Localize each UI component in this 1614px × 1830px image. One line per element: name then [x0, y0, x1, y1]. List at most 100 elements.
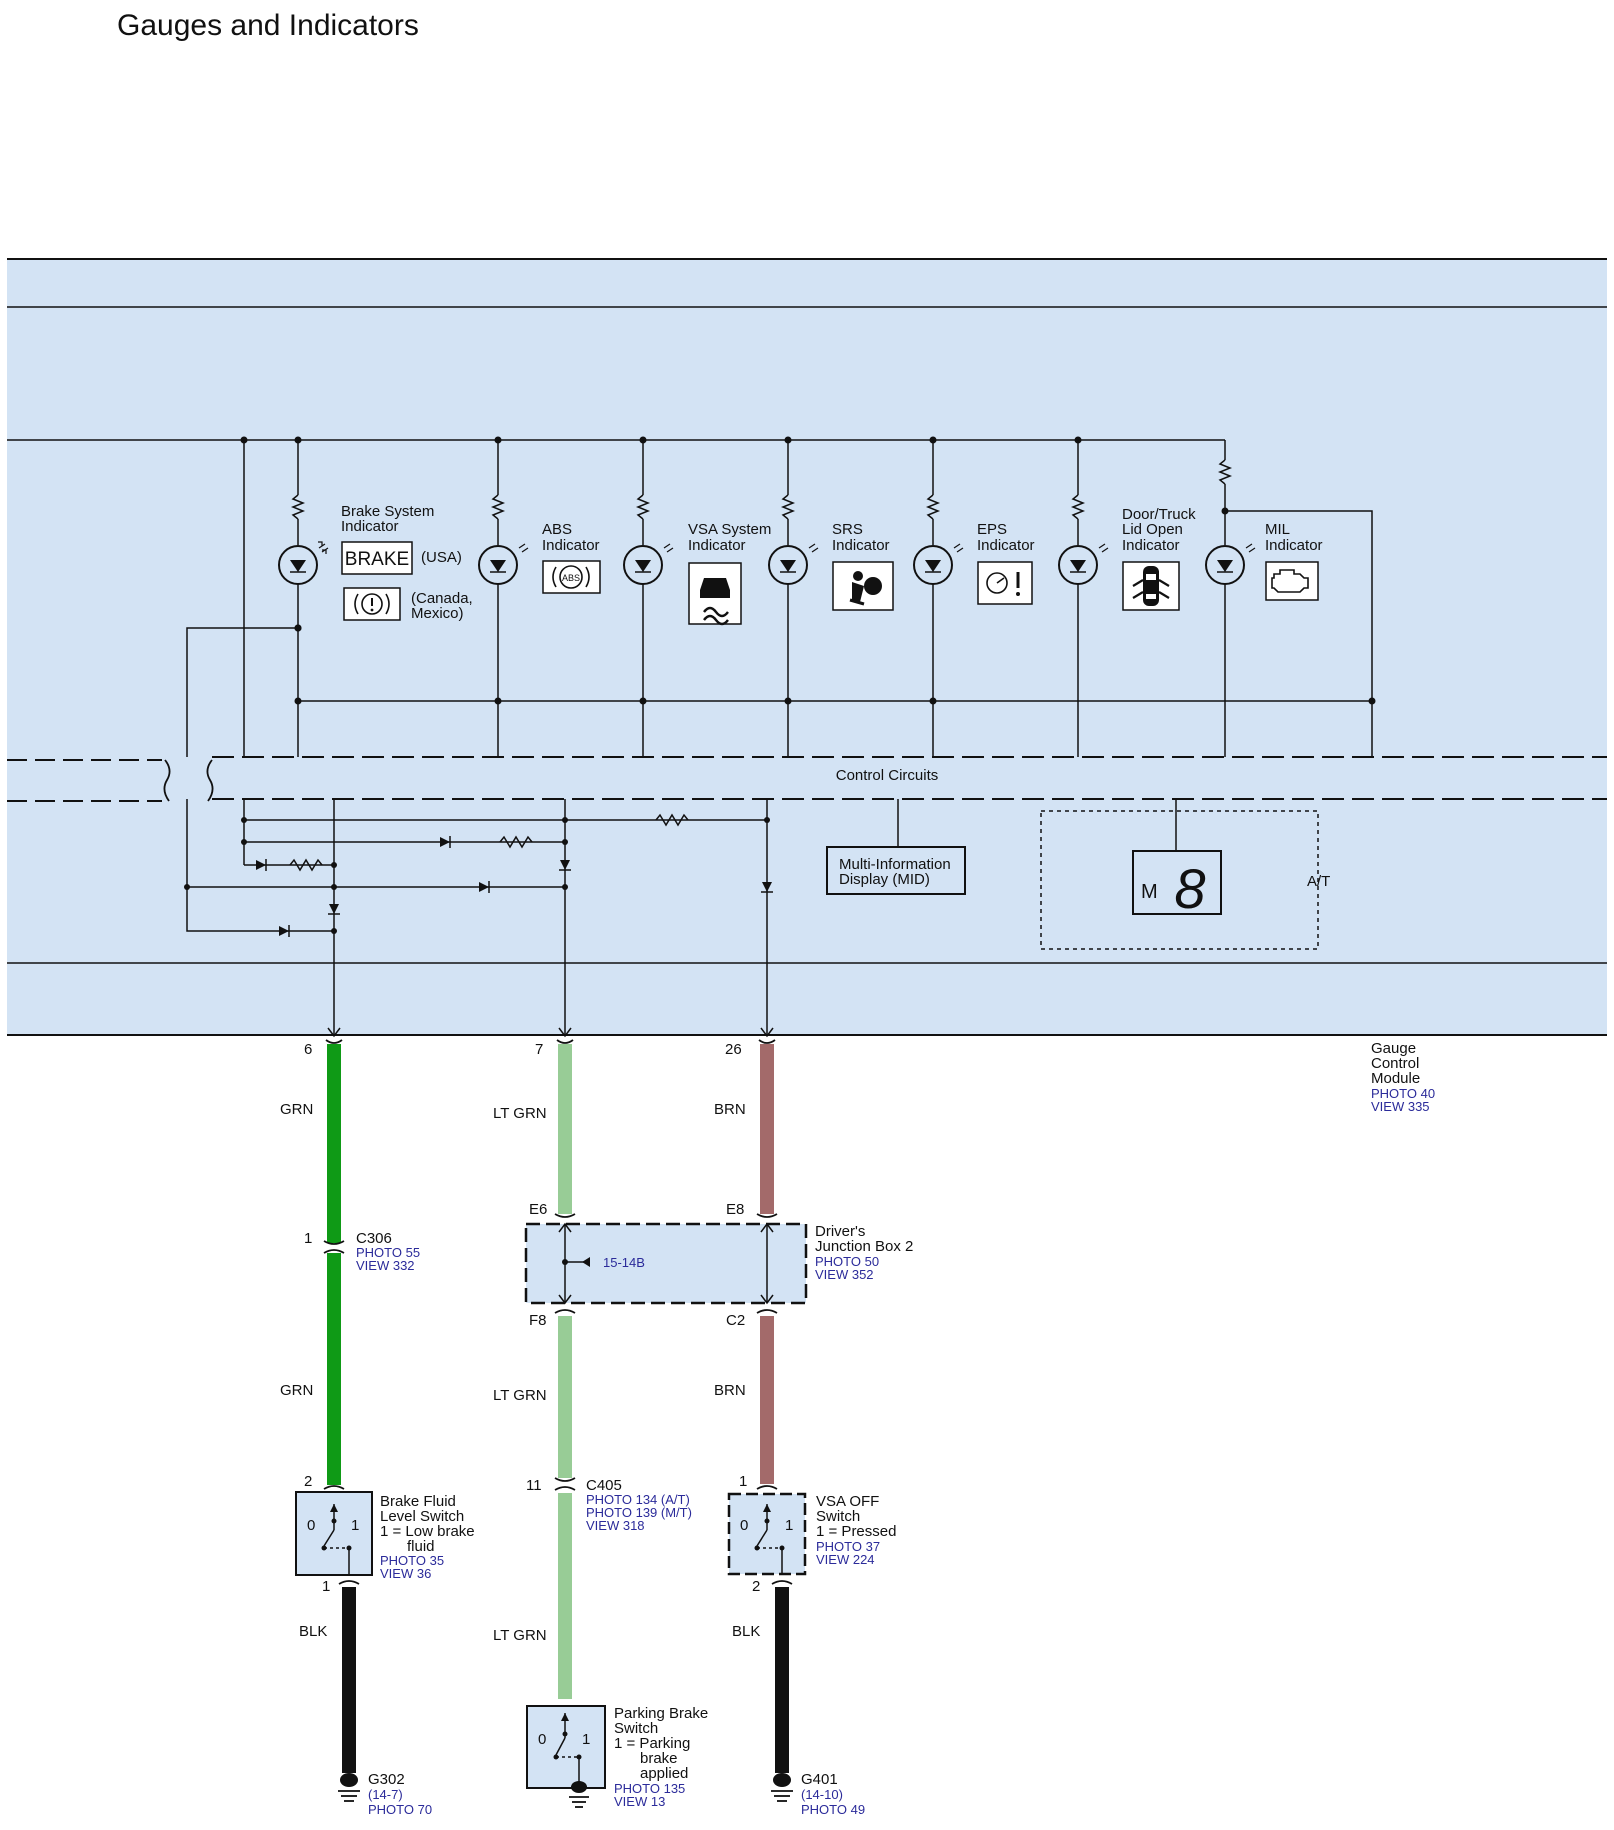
brn-color-top: BRN [714, 1101, 746, 1118]
brake-fluid-view-link[interactable]: VIEW 36 [380, 1566, 431, 1581]
brake-fluid-switch-pos1: 1 [351, 1517, 359, 1534]
brake-text-icon [341, 541, 413, 575]
brn-jb-pin-in: E8 [726, 1201, 744, 1218]
brake-fluid-switch-name-line4: fluid [407, 1538, 435, 1555]
page-title: Gauges and Indicators [117, 9, 419, 42]
brn-jb-pin-out: C2 [726, 1312, 745, 1329]
ground-icon [571, 1781, 587, 1793]
srs-indicator-label-line1: SRS [832, 521, 863, 538]
g401-ground: G401 (14-10) PHOTO 49 [771, 1771, 865, 1817]
vsa-off-view-link[interactable]: VIEW 224 [816, 1552, 875, 1567]
light-rays-icon [663, 543, 674, 553]
engine-icon [1265, 561, 1319, 601]
brake-fluid-switch-name-line1: Brake Fluid [380, 1493, 456, 1510]
vsa-off-pin-out: 2 [752, 1578, 760, 1595]
brake-fluid-switch-name-line2: Level Switch [380, 1508, 464, 1525]
parking-brake-switch-name-line1: Parking Brake [614, 1705, 708, 1722]
g302-ground: G302 (14-7) PHOTO 70 [338, 1771, 432, 1817]
brake-text-icon-label: BRAKE [345, 549, 409, 570]
gear-position-display [1132, 850, 1222, 915]
ltgrn-jb-pin-in: E6 [529, 1201, 547, 1218]
c405-view-link[interactable]: VIEW 318 [586, 1518, 645, 1533]
abs-indicator-circuit [478, 436, 529, 757]
brake-fluid-pin-out: 1 [322, 1578, 330, 1595]
grn-pin-top: 6 [304, 1041, 312, 1058]
c405-label: C405 [586, 1477, 622, 1494]
srs-indicator-circuit [768, 436, 819, 757]
brn-wire-circuit: 26 BRN E8 C2 BRN 1 [714, 1039, 778, 1490]
vsa-off-switch-pos1: 1 [785, 1517, 793, 1534]
vsa-indicator-label-line2: Indicator [688, 537, 746, 554]
eps-indicator-label-line1: EPS [977, 521, 1007, 538]
brake-fluid-photo-link[interactable]: PHOTO 35 [380, 1553, 444, 1568]
jb-view-link[interactable]: VIEW 352 [815, 1267, 874, 1282]
vsa-off-switch-pos0: 0 [740, 1517, 748, 1534]
brn-color-mid: BRN [714, 1382, 746, 1399]
indicator-icons: BRAKE (USA) (Canada, Mexico) ABS [341, 541, 1319, 626]
brn-wire-segment [760, 1316, 774, 1484]
gear-letter: M [1141, 881, 1158, 903]
module-name-line3: Module [1371, 1070, 1420, 1087]
grn-connector-pin: 1 [304, 1230, 312, 1247]
ground-icon [773, 1773, 791, 1787]
mil-indicator-label-line2: Indicator [1265, 537, 1323, 554]
brake-usa-label: (USA) [421, 549, 462, 566]
control-circuits-label: Control Circuits [836, 767, 939, 784]
parking-brake-switch-name-line4: brake [640, 1750, 678, 1767]
brake-fluid-switch-name-line3: 1 = Low brake [380, 1523, 475, 1540]
g401-ref-link[interactable]: (14-10) [801, 1787, 843, 1802]
g302-photo-link[interactable]: PHOTO 70 [368, 1802, 432, 1817]
c405-photo-at-link[interactable]: PHOTO 134 (A/T) [586, 1492, 690, 1507]
c405-photo-mt-link[interactable]: PHOTO 139 (M/T) [586, 1505, 692, 1520]
at-dashed-box [1040, 810, 1319, 950]
ltgrn-wire-segment [558, 1493, 572, 1699]
abs-indicator-label-line1: ABS [542, 521, 572, 538]
mid-box [826, 846, 966, 895]
parking-brake-photo-link[interactable]: PHOTO 135 [614, 1781, 685, 1796]
jb-photo-link[interactable]: PHOTO 50 [815, 1254, 879, 1269]
eps-indicator-circuit [913, 436, 964, 757]
c405-connector-pin: 11 [526, 1477, 542, 1494]
vsa-off-photo-link[interactable]: PHOTO 37 [816, 1539, 880, 1554]
parking-brake-switch-pos1: 1 [582, 1731, 590, 1748]
blk-wire-segment [775, 1587, 789, 1773]
vsa-indicator-label-line1: VSA System [688, 521, 771, 538]
brn-pin-top: 26 [725, 1041, 742, 1058]
module-name-line1: Gauge [1371, 1040, 1416, 1057]
ground-icon [340, 1773, 358, 1787]
door-indicator-circuit [1058, 436, 1109, 757]
c306-label: C306 [356, 1230, 392, 1247]
brake-indicator-label-line1: Brake System [341, 503, 434, 520]
parking-brake-view-link[interactable]: VIEW 13 [614, 1794, 665, 1809]
vsa-off-wire-color: BLK [732, 1623, 760, 1640]
ltgrn-color-top: LT GRN [493, 1105, 547, 1122]
ltgrn-color-mid: LT GRN [493, 1387, 547, 1404]
brake-canada-label-line1: (Canada, [411, 590, 473, 607]
svg-text:ABS: ABS [562, 573, 580, 583]
c306-photo-link[interactable]: PHOTO 55 [356, 1245, 420, 1260]
grn-color-top: GRN [280, 1101, 313, 1118]
module-name-line2: Control [1371, 1055, 1419, 1072]
ltgrn-jb-pin-out: F8 [529, 1312, 547, 1329]
brake-circle-icon [343, 587, 401, 621]
car-doors-open-icon [1122, 561, 1180, 611]
control-circuits-band: Control Circuits [7, 756, 1607, 802]
door-indicator-label-line3: Indicator [1122, 537, 1180, 554]
module-photo-link[interactable]: PHOTO 40 [1371, 1086, 1435, 1101]
g401-photo-link[interactable]: PHOTO 49 [801, 1802, 865, 1817]
gear-digit: 8 [1174, 857, 1205, 920]
vsa-off-switch-name-line1: VSA OFF [816, 1493, 879, 1510]
g302-ref-link[interactable]: (14-7) [368, 1787, 403, 1802]
module-view-link[interactable]: VIEW 335 [1371, 1099, 1430, 1114]
c306-view-link[interactable]: VIEW 332 [356, 1258, 415, 1273]
mil-indicator-label-line1: MIL [1265, 521, 1290, 538]
drivers-junction-box-2: 15-14B Driver's Junction Box 2 PHOTO 50 … [524, 1222, 913, 1305]
grn-wire-circuit: 6 GRN 1 C306 PHOTO 55 VIEW 332 GRN 2 [280, 1039, 420, 1490]
mid-label-line2: Display (MID) [839, 871, 930, 888]
vsa-indicator-circuit [623, 436, 674, 757]
light-rays-icon [1245, 543, 1256, 553]
parking-brake-switch: 0 1 Parking Brake Switch 1 = Parking bra… [526, 1705, 708, 1809]
jb-reference-link[interactable]: 15-14B [603, 1255, 645, 1270]
airbag-person-icon [832, 561, 894, 611]
brake-fluid-switch-pos0: 0 [307, 1517, 315, 1534]
